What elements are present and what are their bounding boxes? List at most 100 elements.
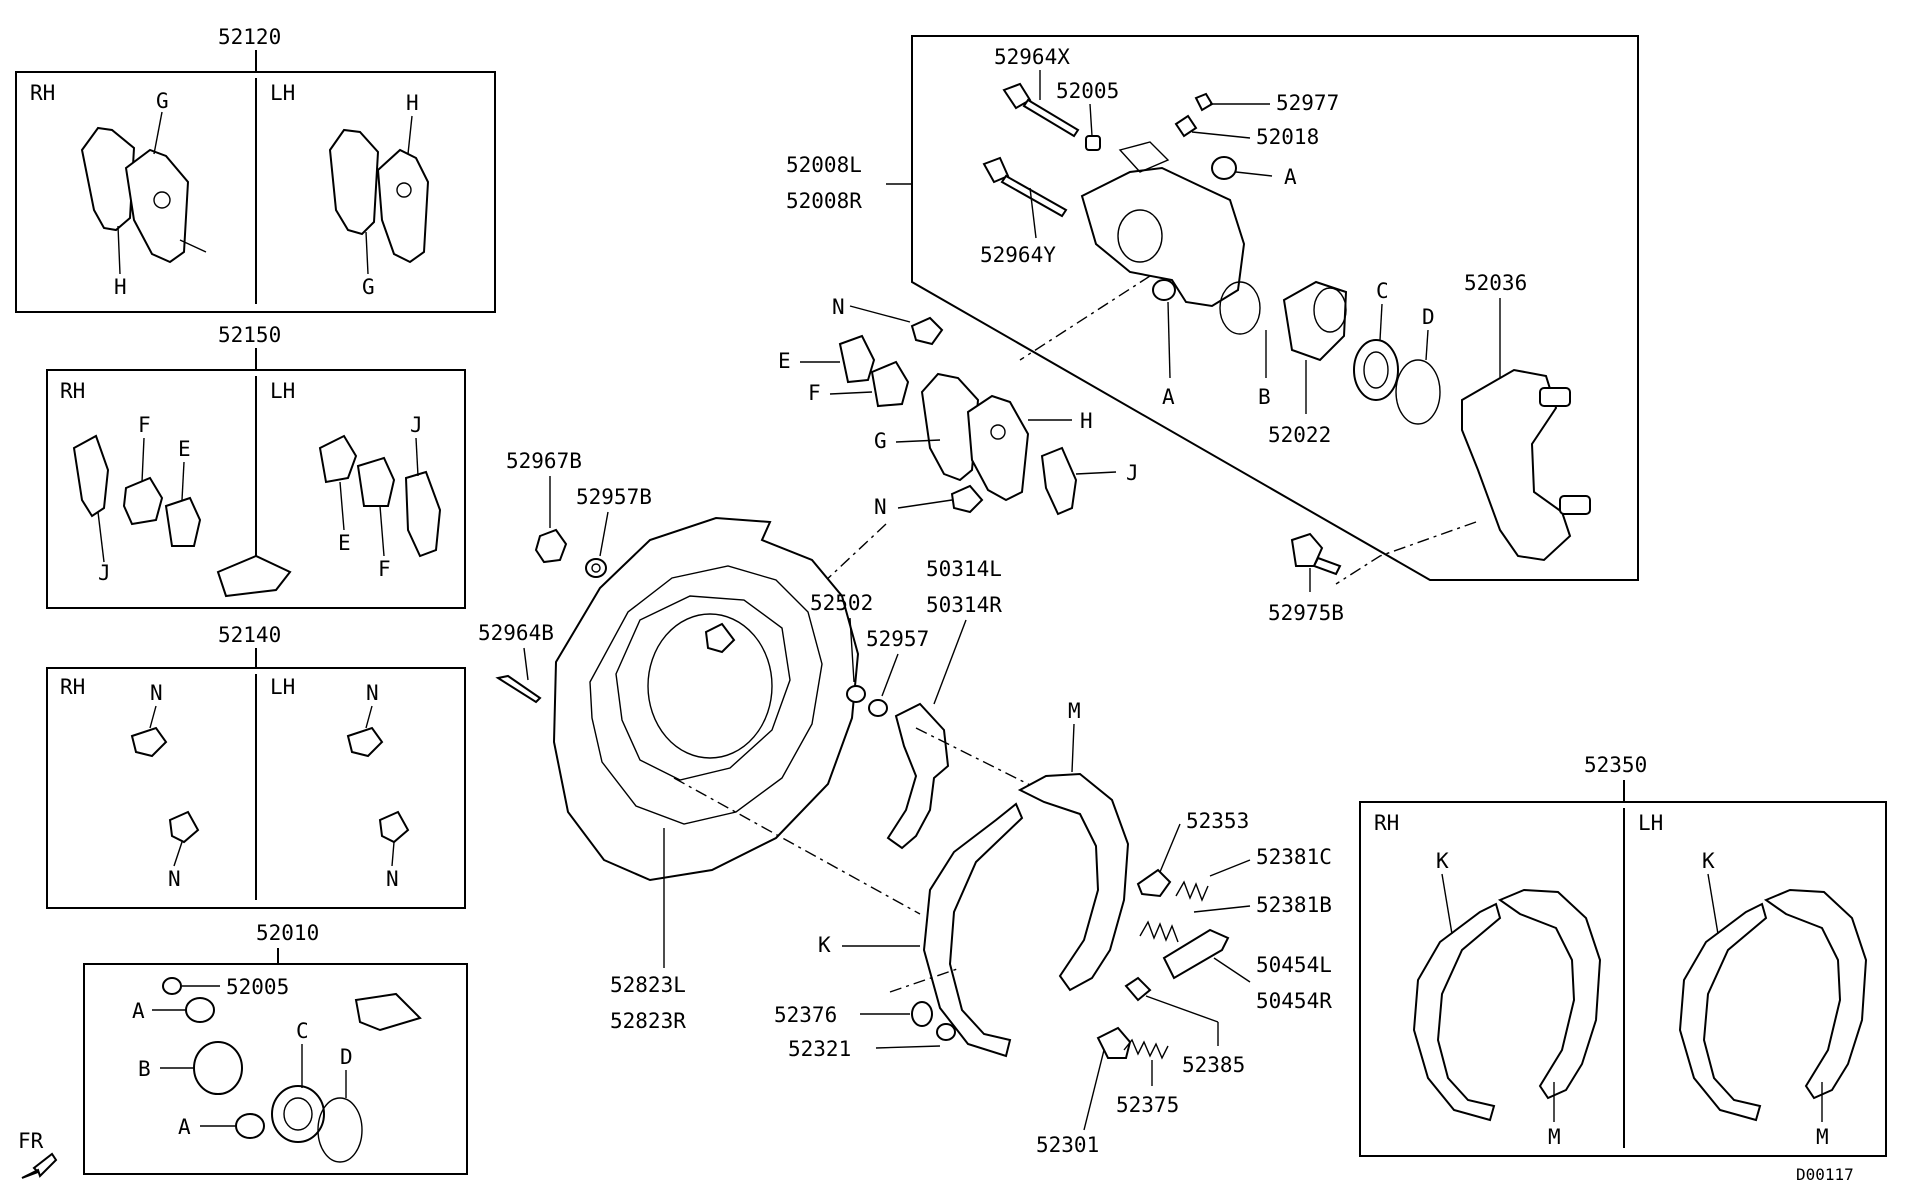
leader xyxy=(895,439,941,443)
leader xyxy=(1089,103,1093,137)
kit-number: 52150 xyxy=(218,323,281,347)
leader xyxy=(523,647,529,681)
brake-pad-outer xyxy=(80,126,136,232)
part-52022: 52022 xyxy=(1268,423,1331,447)
guide-pin xyxy=(1022,98,1080,138)
guide-pin xyxy=(1000,174,1068,218)
shim-j xyxy=(72,434,110,518)
adjuster-hardware: 52353 52381C 52381B 50454L 50454R 52385 … xyxy=(774,809,1332,1157)
letter-f: F xyxy=(808,381,821,405)
leader xyxy=(1159,823,1181,873)
adjuster-body xyxy=(1096,1026,1132,1059)
letter-m: M xyxy=(1816,1125,1829,1149)
boot-a xyxy=(185,997,215,1023)
letter-c: C xyxy=(1376,279,1389,303)
part-52381b: 52381B xyxy=(1256,893,1332,917)
leader xyxy=(149,705,157,729)
part-50314l: 50314L xyxy=(926,557,1002,581)
leader xyxy=(1707,873,1719,935)
leader xyxy=(1083,1049,1105,1131)
bracket-pin xyxy=(1559,495,1591,515)
washer xyxy=(868,699,888,717)
parking-lever xyxy=(886,702,950,850)
shoe-k xyxy=(1412,902,1502,1122)
bolt-52975b: 52975B xyxy=(1268,532,1344,625)
part-52005: 52005 xyxy=(1056,79,1119,103)
arrow-icon xyxy=(21,1152,58,1179)
piston-face xyxy=(1313,287,1347,333)
pad-clip xyxy=(168,810,200,844)
letter-e: E xyxy=(178,437,191,461)
side-rh: RH xyxy=(1374,811,1399,835)
kit-frame xyxy=(46,369,466,609)
centerline xyxy=(915,727,1041,791)
hub-opening xyxy=(647,613,773,759)
pad-clip xyxy=(950,484,984,514)
leader xyxy=(933,619,967,705)
side-rh: RH xyxy=(60,675,85,699)
leader xyxy=(391,841,395,867)
leader xyxy=(117,225,121,275)
boot-a xyxy=(235,1113,265,1139)
letter-n: N xyxy=(874,495,887,519)
bleeder-cap xyxy=(1194,92,1214,112)
shoe-k xyxy=(1678,902,1768,1122)
part-52008l: 52008L xyxy=(786,153,862,177)
letter-n: N xyxy=(150,681,163,705)
letter-n: N xyxy=(168,867,181,891)
letter-n: N xyxy=(366,681,379,705)
leader xyxy=(1029,187,1037,239)
caliper-assembly: 52964X 52005 52977 52018 A 52008L 52008R… xyxy=(786,35,1639,581)
letter-g: G xyxy=(874,429,887,453)
kit-number: 52010 xyxy=(256,921,319,945)
centerline xyxy=(1335,521,1477,585)
front-arrow-icon: FR xyxy=(18,1129,58,1179)
brake-pad-outer xyxy=(920,372,980,482)
leader xyxy=(1235,171,1273,177)
kit-frame xyxy=(46,667,466,909)
letter-e: E xyxy=(778,349,791,373)
shoe-group: M K xyxy=(818,699,1130,1058)
pad-assembly: N E F G H J N xyxy=(778,295,1139,519)
leader xyxy=(849,305,911,323)
pad-clip xyxy=(346,726,384,758)
leader xyxy=(1145,995,1219,1023)
pad-hole xyxy=(396,182,412,198)
kit-frame xyxy=(15,71,496,313)
seal-ring-b xyxy=(193,1041,243,1095)
letter-k: K xyxy=(1436,849,1449,873)
part-52967b: 52967B xyxy=(506,449,582,473)
letter-h: H xyxy=(406,91,419,115)
side-lh: LH xyxy=(270,675,295,699)
nut xyxy=(534,528,568,564)
letter-j: J xyxy=(1126,461,1139,485)
leader xyxy=(379,505,385,557)
leader xyxy=(1379,303,1383,341)
leader xyxy=(97,511,105,563)
shim-f xyxy=(870,360,910,408)
adjuster-spring xyxy=(1123,1038,1169,1060)
clip xyxy=(846,685,866,703)
part-52964b: 52964B xyxy=(478,621,554,645)
side-rh: RH xyxy=(30,81,55,105)
part-52957b: 52957B xyxy=(576,485,652,509)
piston xyxy=(1282,280,1348,362)
boot-inner xyxy=(1363,351,1389,389)
bleeder-screw xyxy=(1174,114,1198,138)
kit-52150-shims: 52150 RH LH F E J E F J xyxy=(46,323,466,609)
leader xyxy=(141,437,145,483)
letter-h: H xyxy=(114,275,127,299)
retainer xyxy=(1136,868,1172,898)
leader xyxy=(1209,859,1251,877)
part-52018: 52018 xyxy=(1256,125,1319,149)
part-52005: 52005 xyxy=(226,975,289,999)
kit-number: 52140 xyxy=(218,623,281,647)
part-52321: 52321 xyxy=(788,1037,851,1061)
letter-a: A xyxy=(132,999,145,1023)
spring xyxy=(1139,920,1179,943)
caliper-bracket xyxy=(1461,368,1572,562)
letter-h: H xyxy=(1080,409,1093,433)
part-50454l: 50454L xyxy=(1256,953,1332,977)
kit-frame xyxy=(1359,801,1887,1157)
part-52008r: 52008R xyxy=(786,189,862,213)
